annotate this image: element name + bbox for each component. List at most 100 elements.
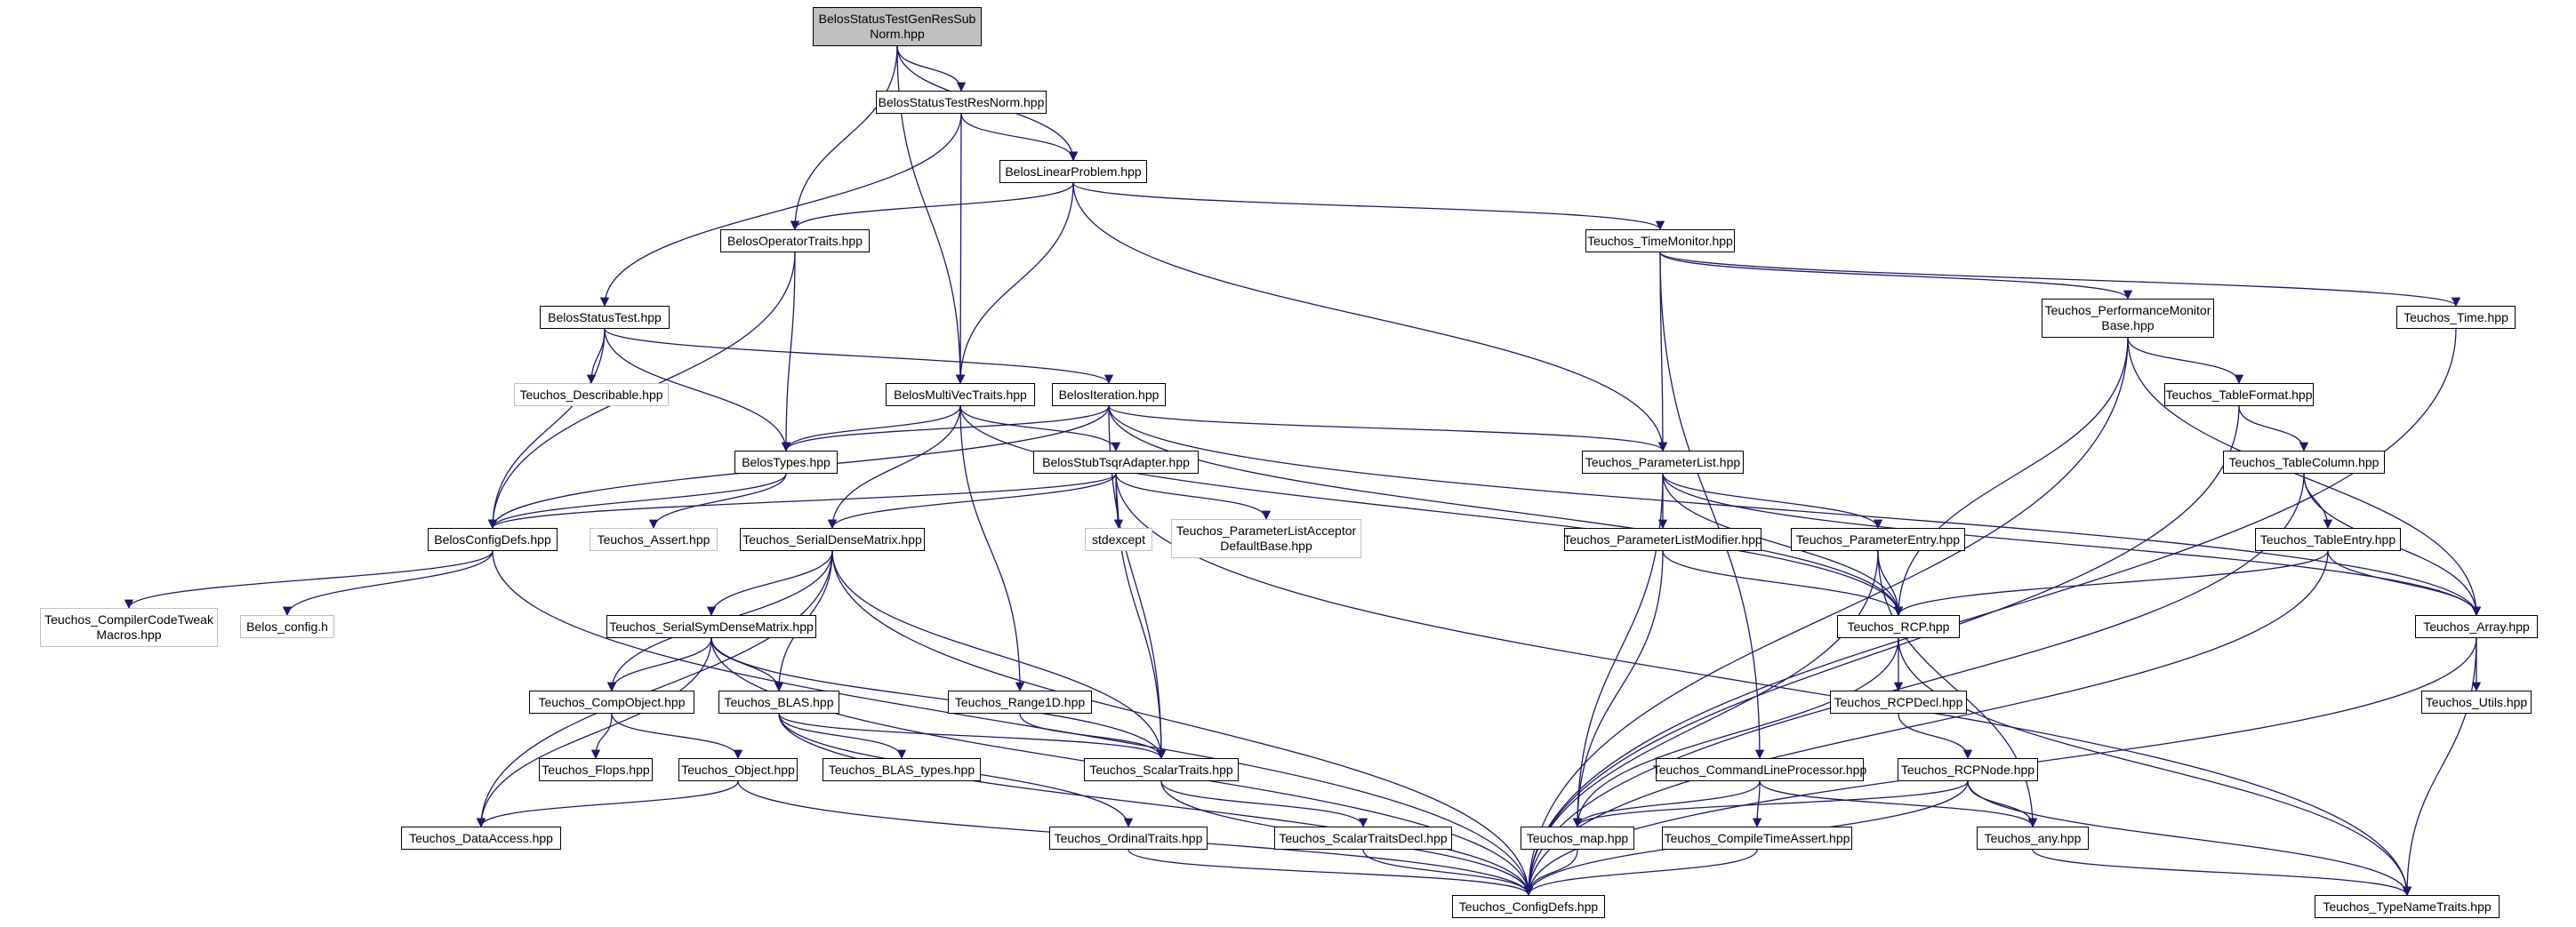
edge-rcp-to-map	[1572, 637, 1899, 828]
node-belos-iteration[interactable]: BelosIteration.hpp	[1052, 383, 1166, 406]
edge-multivec-to-rcp	[959, 405, 1904, 617]
node-teuchos-data-access[interactable]: Teuchos_DataAccess.hpp	[401, 827, 561, 850]
edge-multivec-to-serialdense	[827, 405, 961, 530]
edge-paramlist-to-paramentry	[1662, 473, 1883, 530]
node-teuchos-rcp-node[interactable]: Teuchos_RCPNode.hpp	[1898, 758, 2038, 781]
edge-compobject-to-flops	[590, 713, 613, 760]
edge-root-to-resnorm	[896, 45, 967, 92]
node-teuchos-ordinal-traits[interactable]: Teuchos_OrdinalTraits.hpp	[1049, 827, 1208, 850]
edge-rcpnode-to-typename	[1967, 780, 2412, 897]
node-teuchos-config-defs[interactable]: Teuchos_ConfigDefs.hpp	[1452, 895, 1605, 918]
edge-linprob-to-paramlist	[1072, 182, 1668, 452]
edge-compobject-to-object	[611, 713, 743, 760]
edge-blas-to-scalartraits	[778, 713, 1167, 760]
node-belos-status-test[interactable]: BelosStatusTest.hpp	[540, 306, 670, 329]
node-belos-types[interactable]: BelosTypes.hpp	[734, 451, 838, 474]
node-teuchos-object[interactable]: Teuchos_Object.hpp	[678, 758, 798, 781]
node-teuchos-range1d[interactable]: Teuchos_Range1D.hpp	[948, 691, 1092, 714]
node-teuchos-type-name-traits[interactable]: Teuchos_TypeNameTraits.hpp	[2315, 895, 2500, 918]
node-belos-status-test-res-norm[interactable]: BelosStatusTestResNorm.hpp	[876, 91, 1047, 114]
edge-multivec-to-tsqr	[959, 405, 1121, 452]
edge-tableentry-to-rcp	[1893, 550, 2329, 617]
edge-iteration-to-rcp	[1108, 405, 1904, 617]
edge-statustest-to-configdefs	[487, 328, 606, 530]
node-teuchos-blas-types[interactable]: Teuchos_BLAS_types.hpp	[823, 758, 981, 781]
node-belos-status-test-gen-res-sub-norm: BelosStatusTestGenResSub Norm.hpp	[813, 7, 982, 46]
edge-range1d-to-scalartraits	[1019, 713, 1167, 760]
edge-cmdline-to-map	[1572, 780, 1761, 828]
edge-tsqr-to-serialdense	[827, 473, 1117, 530]
edge-blas-to-tconfigdefs	[778, 713, 1534, 897]
edge-map-to-tconfigdefs	[1523, 849, 1578, 897]
node-teuchos-scalar-traits-decl[interactable]: Teuchos_ScalarTraitsDecl.hpp	[1274, 827, 1452, 850]
edge-tablecolumn-to-tconfigdefs	[1523, 473, 2305, 897]
node-teuchos-time-monitor[interactable]: Teuchos_TimeMonitor.hpp	[1585, 229, 1735, 252]
edge-tableformat-to-tablecolumn	[2238, 405, 2309, 452]
node-teuchos-utils[interactable]: Teuchos_Utils.hpp	[2421, 691, 2532, 714]
edge-iteration-to-paramlist	[1108, 405, 1668, 452]
node-teuchos-any[interactable]: Teuchos_any.hpp	[1977, 827, 2089, 850]
edge-perfmon-to-rcp	[1893, 337, 2129, 617]
edge-serialdense-to-serialsym	[706, 550, 833, 617]
edge-linprob-to-timemon	[1072, 182, 1665, 231]
node-teuchos-compile-time-assert[interactable]: Teuchos_CompileTimeAssert.hpp	[1662, 827, 1852, 850]
node-teuchos-table-format[interactable]: Teuchos_TableFormat.hpp	[2164, 383, 2314, 406]
node-belos-operator-traits[interactable]: BelosOperatorTraits.hpp	[720, 229, 870, 252]
node-teuchos-table-column[interactable]: Teuchos_TableColumn.hpp	[2223, 451, 2385, 474]
edge-tsqr-to-plAcceptor	[1115, 473, 1272, 521]
edge-paramlist-to-array	[1662, 473, 2482, 617]
node-teuchos-assert[interactable]: Teuchos_Assert.hpp	[590, 528, 718, 551]
node-teuchos-comp-object[interactable]: Teuchos_CompObject.hpp	[529, 691, 694, 714]
node-belos-config-h[interactable]: Belos_config.h	[240, 615, 334, 638]
node-teuchos-rcp-decl[interactable]: Teuchos_RCPDecl.hpp	[1830, 691, 1967, 714]
node-teuchos-array[interactable]: Teuchos_Array.hpp	[2415, 615, 2538, 638]
edge-linprob-to-optraits	[790, 182, 1074, 231]
node-teuchos-compiler-code-tweak-macros[interactable]: Teuchos_CompilerCodeTweak Macros.hpp	[40, 608, 218, 647]
edge-serialdense-to-tconfigdefs	[831, 550, 1534, 897]
edge-resnorm-to-linprob	[960, 113, 1079, 162]
node-belos-linear-problem[interactable]: BelosLinearProblem.hpp	[999, 160, 1147, 183]
edge-types-to-configdefs	[487, 473, 787, 530]
node-teuchos-flops[interactable]: Teuchos_Flops.hpp	[539, 758, 653, 781]
edge-rcp-to-typename	[1898, 637, 2412, 897]
edge-serialsym-to-scalartraits	[710, 637, 1167, 760]
edge-rcpnode-to-any	[1967, 780, 2038, 828]
node-teuchos-serial-dense-matrix[interactable]: Teuchos_SerialDenseMatrix.hpp	[740, 528, 925, 551]
edge-cmdline-to-any	[1759, 780, 2038, 828]
node-teuchos-map[interactable]: Teuchos_map.hpp	[1521, 827, 1634, 850]
edge-iteration-to-types	[781, 405, 1110, 452]
node-teuchos-parameter-list-modifier[interactable]: Teuchos_ParameterListModifier.hpp	[1563, 528, 1762, 551]
edge-optraits-to-types	[781, 252, 796, 452]
edge-tableentry-to-array	[2327, 550, 2482, 617]
edge-timemon-to-time	[1659, 252, 2460, 308]
node-teuchos-table-entry[interactable]: Teuchos_TableEntry.hpp	[2255, 528, 2401, 551]
edge-plModifier-to-map	[1572, 550, 1664, 828]
node-belos-multi-vec-traits[interactable]: BelosMultiVecTraits.hpp	[886, 383, 1035, 406]
node-teuchos-performance-monitor-base[interactable]: Teuchos_PerformanceMonitor Base.hpp	[2042, 299, 2214, 338]
node-stdexcept[interactable]: stdexcept	[1085, 528, 1152, 551]
node-teuchos-scalar-traits[interactable]: Teuchos_ScalarTraits.hpp	[1084, 758, 1239, 781]
edge-tableentry-to-tconfigdefs	[1523, 550, 2329, 897]
edge-serialdense-to-scalartraits	[831, 550, 1167, 760]
node-belos-config-defs[interactable]: BelosConfigDefs.hpp	[428, 528, 558, 551]
node-teuchos-command-line-processor[interactable]: Teuchos_CommandLineProcessor.hpp	[1653, 758, 1866, 781]
edge-serialdense-to-dataaccess	[476, 550, 833, 828]
node-teuchos-serial-sym-dense-matrix[interactable]: Teuchos_SerialSymDenseMatrix.hpp	[606, 615, 816, 638]
edge-perfmon-to-tconfigdefs	[1523, 337, 2129, 897]
edge-ordinal-to-tconfigdefs	[1128, 849, 1534, 897]
node-teuchos-describable[interactable]: Teuchos_Describable.hpp	[514, 383, 669, 406]
node-teuchos-rcp[interactable]: Teuchos_RCP.hpp	[1837, 615, 1960, 638]
edge-statustest-to-iteration	[604, 328, 1114, 385]
edge-resnorm-to-multivec	[955, 113, 966, 385]
node-teuchos-parameter-list-acceptor-default-base[interactable]: Teuchos_ParameterListAcceptor DefaultBas…	[1171, 519, 1361, 558]
node-belos-stub-tsqr-adapter[interactable]: BelosStubTsqrAdapter.hpp	[1033, 451, 1199, 474]
edge-configdefs-to-tconfigdefs	[492, 550, 1534, 897]
node-teuchos-blas[interactable]: Teuchos_BLAS.hpp	[718, 691, 839, 714]
node-teuchos-parameter-entry[interactable]: Teuchos_ParameterEntry.hpp	[1791, 528, 1965, 551]
node-teuchos-time[interactable]: Teuchos_Time.hpp	[2396, 306, 2516, 329]
edge-resnorm-to-statustest	[599, 113, 962, 308]
edge-multivec-to-types	[781, 405, 961, 452]
node-teuchos-parameter-list[interactable]: Teuchos_ParameterList.hpp	[1582, 451, 1744, 474]
edge-perfmon-to-array	[2127, 337, 2482, 617]
